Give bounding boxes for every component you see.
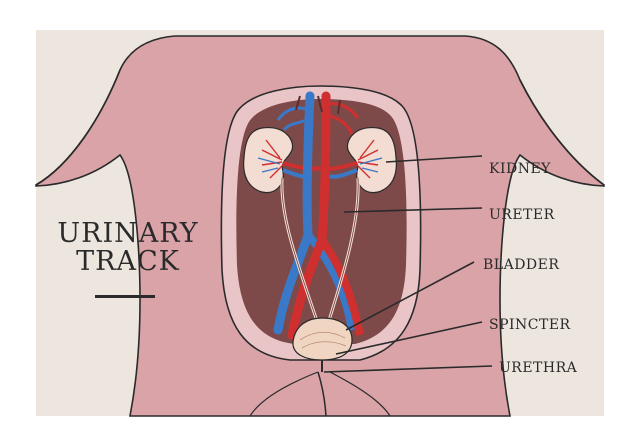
leader-urethra bbox=[323, 365, 493, 373]
upper-veins bbox=[276, 106, 311, 131]
iliac-artery-right bbox=[318, 237, 364, 336]
label-bladder: BLADDER bbox=[483, 257, 560, 273]
renal-vessels-right bbox=[356, 139, 379, 179]
leader-spincter bbox=[335, 321, 483, 355]
renal-veins-right bbox=[359, 157, 383, 173]
renal-vessels-left bbox=[261, 139, 284, 179]
label-kidney: KIDNEY bbox=[489, 161, 551, 177]
title-line-1: URINARY bbox=[57, 218, 199, 249]
renal-veins-left bbox=[257, 157, 281, 173]
shoulder-line-left bbox=[35, 69, 121, 186]
ureter-right-outline bbox=[325, 177, 359, 331]
gluteal-curve-right bbox=[329, 371, 391, 417]
leader-kidney bbox=[385, 155, 483, 163]
label-spincter: SPINCTER bbox=[489, 317, 571, 333]
leader-bladder bbox=[345, 261, 475, 331]
vena-cava bbox=[273, 91, 315, 335]
gluteal-curve-left bbox=[249, 371, 319, 417]
shoulder-line-right bbox=[519, 79, 605, 186]
aorta bbox=[287, 91, 331, 340]
ureter-left-outline bbox=[281, 177, 321, 331]
gluteal-cleft bbox=[317, 371, 327, 417]
label-ureter: URETER bbox=[489, 207, 555, 223]
bladder-texture bbox=[299, 331, 347, 349]
title-line-2: TRACK bbox=[76, 246, 180, 277]
iliac-vein-right bbox=[304, 232, 356, 331]
renal-vein-right bbox=[327, 168, 358, 179]
title-underline bbox=[95, 295, 155, 298]
top-vessels bbox=[295, 95, 341, 115]
bladder bbox=[292, 317, 353, 361]
label-urethra: URETHRA bbox=[499, 360, 578, 376]
upper-arteries bbox=[325, 102, 360, 135]
leader-ureter bbox=[343, 207, 483, 213]
